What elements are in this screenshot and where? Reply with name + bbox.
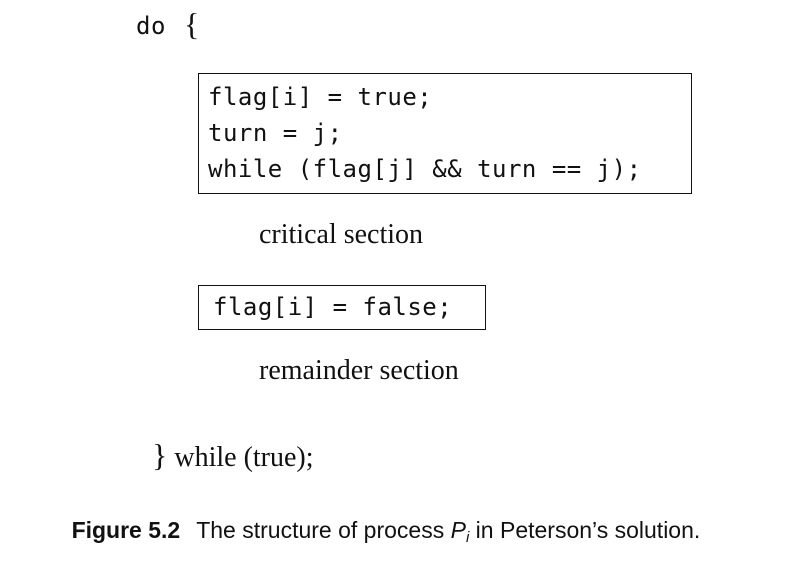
remainder-section-label: remainder section xyxy=(259,355,459,386)
caption-text-after: in Peterson’s solution. xyxy=(469,517,701,543)
do-keyword: do xyxy=(136,12,166,40)
closing-brace: } xyxy=(152,437,168,473)
caption-text-before: The structure of process xyxy=(196,517,451,543)
entry-code-line: turn = j; xyxy=(208,119,343,147)
exit-section-box: flag[i] = false; xyxy=(198,285,486,330)
caption-label: Figure 5.2 xyxy=(71,517,181,543)
open-brace: { xyxy=(184,6,200,42)
entry-section-box: flag[i] = true; turn = j; while (flag[j]… xyxy=(198,73,692,194)
critical-section-label: critical section xyxy=(259,219,424,250)
closing-line: } while (true); xyxy=(136,419,314,492)
closing-loop: while (true); xyxy=(167,442,314,473)
process-symbol: P xyxy=(450,517,466,543)
entry-code-line: while (flag[j] && turn == j); xyxy=(208,155,642,183)
entry-code-line: flag[i] = true; xyxy=(208,83,433,111)
exit-code-line: flag[i] = false; xyxy=(213,293,453,321)
